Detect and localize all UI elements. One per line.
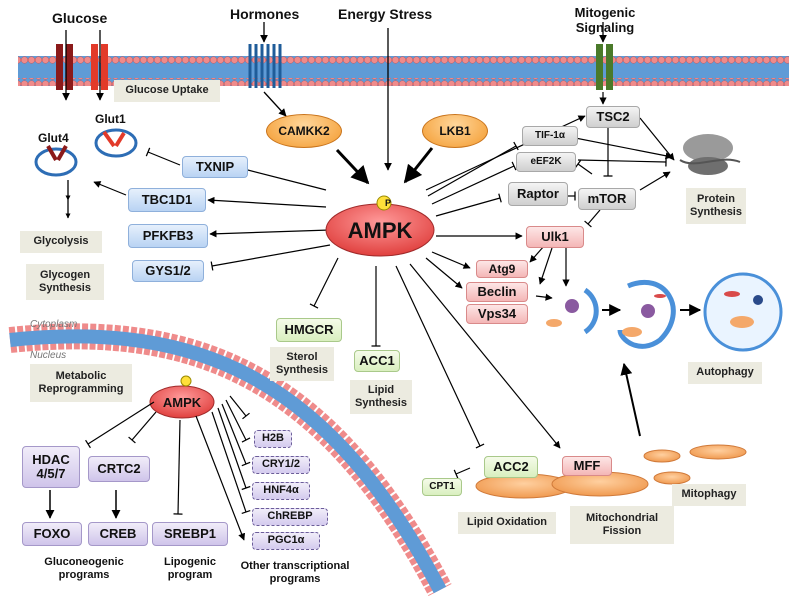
gpcr-receptor-icon — [248, 44, 282, 88]
beclin-node: Beclin — [466, 282, 528, 302]
phospho-label: P — [385, 198, 391, 208]
autophagosome-icon — [617, 279, 676, 349]
tf-hnf4a: HNF4α — [252, 482, 310, 500]
tf-chrebp: ChREBP — [252, 508, 328, 526]
nuclear-ampk-label: AMPK — [163, 395, 202, 410]
glut1-label: Glut1 — [95, 112, 126, 126]
nuclear-membrane — [8, 323, 452, 597]
atg9-node: Atg9 — [476, 260, 528, 278]
gluconeogenic-label: Gluconeogenic programs — [44, 556, 124, 581]
mff-node: MFF — [562, 456, 612, 476]
srebp1-node: SREBP1 — [152, 522, 228, 546]
hdac-node: HDAC 4/5/7 — [22, 446, 80, 488]
tf-pgc1a: PGC1α — [252, 532, 320, 550]
tf-h2b: H2B — [254, 430, 292, 448]
hmgcr-node: HMGCR — [276, 318, 342, 342]
energy-stress-label: Energy Stress — [338, 6, 433, 22]
hormones-label: Hormones — [230, 6, 300, 22]
lipogenic-label: Lipogenic program — [164, 556, 216, 581]
tif1a-node: TIF-1α — [522, 126, 578, 146]
autolysosome-icon — [703, 272, 783, 352]
lkb1-node: LKB1 — [422, 114, 488, 148]
ribosome-icon — [679, 134, 741, 175]
tf-cry12: CRY1/2 — [252, 456, 310, 474]
crtc2-node: CRTC2 — [88, 456, 150, 482]
glycolysis-label: Glycolysis — [20, 231, 102, 253]
glut1-vesicle-icon — [94, 128, 138, 158]
mitochondrial-fission-label: Mitochondrial Fission — [570, 506, 674, 544]
metabolic-reprogramming-label: Metabolic Reprogramming — [30, 364, 132, 402]
cpt1-node: CPT1 — [422, 478, 462, 496]
glucose-transporter-icon — [56, 44, 108, 90]
vps34-node: Vps34 — [466, 304, 528, 324]
mitogenic-label: Mitogenic Signaling — [574, 5, 636, 35]
nuclear-ampk-node — [149, 385, 215, 419]
lipid-synthesis-label: Lipid Synthesis — [350, 380, 412, 414]
camkk2-node: CAMKK2 — [266, 114, 342, 148]
foxo-node: FOXO — [22, 522, 82, 546]
glucose-label: Glucose — [52, 10, 108, 26]
glut4-vesicle-icon — [34, 147, 78, 177]
protein-synthesis-label: Protein Synthesis — [686, 188, 746, 224]
mitochondria-icon — [475, 444, 747, 499]
ampk-label: AMPK — [348, 218, 413, 243]
tsc2-node: TSC2 — [586, 106, 640, 128]
glucose-uptake-label: Glucose Uptake — [114, 80, 220, 102]
raptor-node: Raptor — [508, 182, 568, 206]
creb-node: CREB — [88, 522, 148, 546]
receptor-kinase-icon — [596, 44, 613, 90]
autophagy-label: Autophagy — [688, 362, 762, 384]
cytoplasm-label: Cytoplasm — [30, 319, 78, 330]
gys12-node: GYS1/2 — [132, 260, 204, 282]
pfkfb3-node: PFKFB3 — [128, 224, 208, 248]
mtor-node: mTOR — [578, 188, 636, 210]
eef2k-node: eEF2K — [516, 152, 576, 172]
nucleus-label: Nucleus — [30, 350, 67, 361]
glycogen-synthesis-label: Glycogen Synthesis — [26, 264, 104, 300]
txnip-node: TXNIP — [182, 156, 248, 178]
phospho-icon — [376, 195, 392, 211]
mitophagy-label: Mitophagy — [672, 484, 746, 506]
phagophore-icon — [546, 287, 599, 335]
ulk1-node: Ulk1 — [526, 226, 584, 248]
glut4-label: Glut4 — [38, 131, 69, 145]
lipid-oxidation-label: Lipid Oxidation — [458, 512, 556, 534]
acc1-node: ACC1 — [354, 350, 400, 372]
sterol-synthesis-label: Sterol Synthesis — [270, 347, 334, 381]
tbc1d1-node: TBC1D1 — [128, 188, 206, 212]
other-programs-label: Other transcriptional programs — [240, 560, 350, 585]
acc2-node: ACC2 — [484, 456, 538, 478]
